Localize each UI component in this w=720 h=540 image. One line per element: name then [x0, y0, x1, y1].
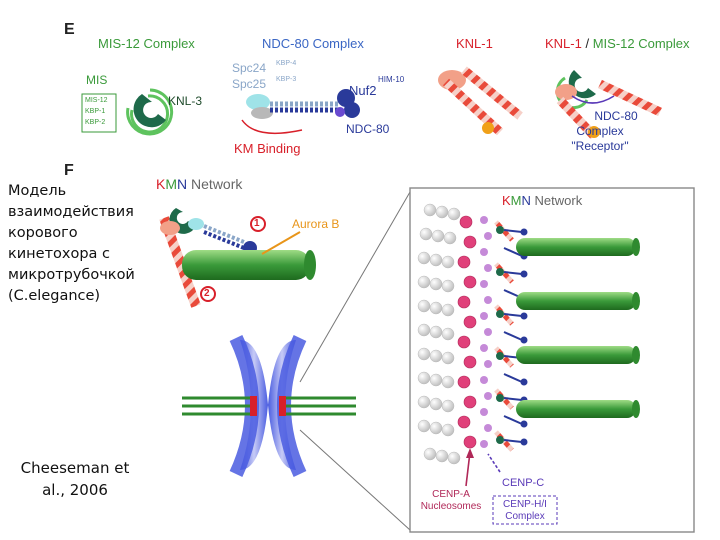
- kbp3-label: KBP-3: [276, 76, 297, 83]
- aurora-b-label: Aurora B: [292, 217, 340, 231]
- receptor-line-1: NDC-80: [594, 109, 638, 123]
- caption-top-line-2: взаимодействия: [8, 204, 134, 221]
- mis12-complex-icon: [126, 88, 174, 136]
- receptor-line-3: "Receptor": [571, 139, 629, 153]
- caption-top-line-1: Модель: [8, 183, 67, 199]
- mis-line-1: MIS-12: [85, 97, 108, 104]
- slash-part: /: [581, 36, 593, 51]
- km-binding-label: KM Binding: [234, 141, 301, 156]
- nuf2-label: Nuf2: [349, 83, 377, 98]
- step-2-label: 2: [204, 288, 210, 299]
- receptor-line-2: Complex: [576, 124, 624, 138]
- caption-bottom-line-1: Cheeseman et: [20, 459, 130, 477]
- caption-bottom-line-2: al., 2006: [42, 480, 108, 499]
- kmn-k: K: [156, 176, 166, 192]
- caption-top-line-4: кинетохора с: [8, 246, 111, 263]
- knl1-label: KNL-1: [456, 36, 493, 51]
- cenp-a-line-1: CENP-A: [432, 489, 470, 500]
- panel-f-letter: F: [64, 162, 74, 179]
- cenp-hi-line-1: CENP-H/I: [503, 499, 547, 510]
- mis-box: [81, 93, 117, 133]
- kmn-m-2: M: [510, 193, 522, 208]
- knl1-mis12-icon: [555, 70, 662, 140]
- panel-e-letter: E: [64, 21, 75, 38]
- kmn-m: M: [165, 176, 178, 192]
- microtubules-right: [516, 238, 640, 418]
- caption-bottom: Cheeseman et al., 2006: [10, 458, 140, 502]
- knl1-icon: [438, 66, 523, 136]
- step-1-label: 1: [254, 218, 260, 229]
- kmn-network-title: KMN Network: [156, 177, 242, 191]
- caption-top-line-6: (C.elegance): [8, 288, 101, 305]
- kbp4-label: KBP-4: [276, 60, 297, 67]
- spc25-label: Spc25: [232, 77, 267, 91]
- knl1-part: KNL-1: [545, 36, 582, 51]
- spc24-label: Spc24: [232, 61, 267, 75]
- chromatin-fibers: [417, 203, 492, 465]
- mis12-complex-label: MIS-12 Complex: [98, 36, 195, 51]
- caption-top: Модель взаимодействия корового кинетохор…: [8, 181, 135, 307]
- caption-top-line-3: корового: [8, 225, 78, 242]
- microtubule-left: [182, 250, 310, 280]
- label-pointers: [465, 448, 558, 525]
- ndc80-label: NDC-80: [346, 122, 390, 136]
- caption-top-line-5: микротрубочкой: [8, 267, 135, 284]
- ndc80-complex-icon: [241, 89, 360, 135]
- mis-line-2: KBP-1: [85, 108, 106, 115]
- mis12-part: MIS-12 Complex: [592, 36, 690, 51]
- cenp-a-line-2: Nucleosomes: [420, 501, 482, 512]
- kmn-n: N: [177, 176, 188, 192]
- kmn-rest-2: Network: [530, 193, 583, 208]
- ndc80-complex-label: NDC-80 Complex: [262, 36, 364, 51]
- mis-line-3: KBP-2: [85, 119, 106, 126]
- cenp-hi-line-2: Complex: [505, 511, 545, 522]
- cenp-c-label: CENP-C: [502, 477, 545, 489]
- kmn-rest: Network: [187, 176, 243, 192]
- aurora-b-pointer: [261, 231, 301, 255]
- kmn-k-2: K: [502, 193, 511, 208]
- kmn-n-2: N: [521, 193, 531, 208]
- knl3-label: KNL-3: [168, 94, 203, 108]
- kmn-network-title-zoom: KMN Network: [502, 194, 582, 207]
- chromosome-icon: [182, 191, 411, 531]
- mis-title: MIS: [86, 73, 108, 87]
- him10-label: HIM-10: [378, 75, 405, 84]
- knl1-mis12-label: KNL-1 / MIS-12 Complex: [545, 37, 690, 50]
